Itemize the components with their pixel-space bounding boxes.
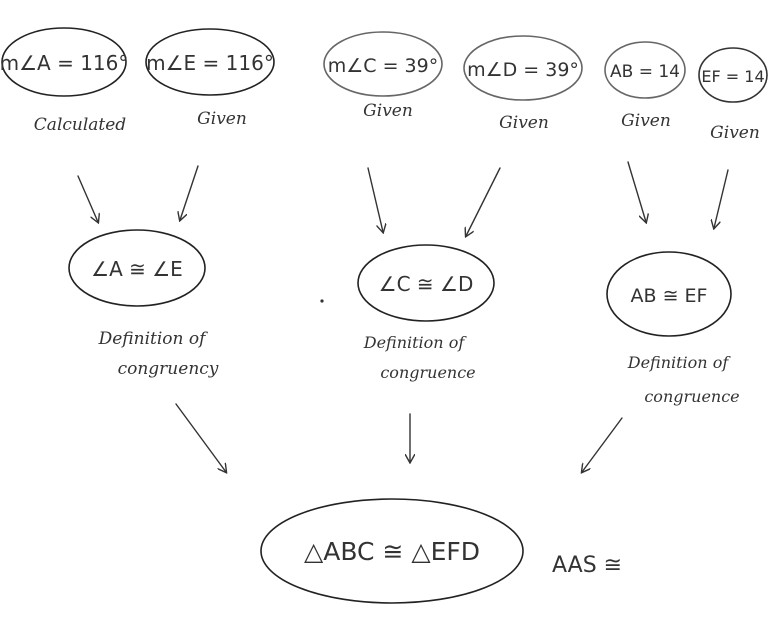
top-node-3-oval <box>323 31 443 97</box>
conclusion-node: △ABC ≅ △EFD AAS ≅ <box>260 498 622 604</box>
middle-node-1-oval <box>68 229 206 307</box>
middle-node-1: ∠A ≅ ∠E Definition of congruency <box>68 229 219 379</box>
arrow-top2-to-mid1 <box>180 165 199 220</box>
top-node-4-oval <box>463 35 583 101</box>
conclusion-statement: △ABC ≅ △EFD <box>304 537 480 566</box>
conclusion-reason: AAS ≅ <box>552 553 622 578</box>
top-node-1-oval <box>1 27 127 97</box>
top-node-5-reason: Given <box>621 111 671 131</box>
middle-node-2-reason-line2: congruence <box>380 363 475 382</box>
conclusion-oval <box>260 498 524 604</box>
top-node-3-reason: Given <box>363 101 413 121</box>
middle-node-3-reason-line2: congruence <box>644 387 739 406</box>
middle-node-3: AB ≅ EF Definition of congruence <box>606 251 740 406</box>
middle-node-2: ∠C ≅ ∠D Definition of congruence <box>357 244 495 382</box>
middle-node-3-oval <box>606 251 732 337</box>
arrow-mid1-to-conclusion <box>175 403 226 472</box>
top-node-6-oval <box>698 47 768 103</box>
top-node-6: EF = 14 Given <box>698 47 768 143</box>
middle-node-2-statement: ∠C ≅ ∠D <box>379 272 474 296</box>
top-node-3-statement: m∠C = 39° <box>328 55 438 77</box>
top-node-3: m∠C = 39° Given <box>323 31 443 121</box>
arrow-top3-to-mid2 <box>367 167 383 232</box>
stray-dot <box>320 299 324 303</box>
top-node-2-statement: m∠E = 116° <box>146 51 274 75</box>
arrow-top6-to-mid3 <box>714 169 729 228</box>
top-node-2: m∠E = 116° Given <box>145 28 275 129</box>
arrow-top4-to-mid2 <box>466 167 501 236</box>
top-node-5-statement: AB = 14 <box>610 62 680 82</box>
middle-node-1-statement: ∠A ≅ ∠E <box>91 257 183 281</box>
middle-node-3-reason-line1: Definition of <box>627 353 732 372</box>
top-node-4-reason: Given <box>499 113 549 133</box>
middle-node-2-reason-line1: Definition of <box>363 333 468 352</box>
middle-node-1-reason-line1: Definition of <box>98 329 209 349</box>
top-node-4: m∠D = 39° Given <box>463 35 583 133</box>
top-node-1-reason: Calculated <box>34 115 127 135</box>
top-node-5: AB = 14 Given <box>604 41 686 131</box>
top-node-2-reason: Given <box>197 109 247 129</box>
top-node-1: m∠A = 116° Calculated <box>0 27 128 135</box>
middle-node-1-reason-line2: congruency <box>118 359 219 379</box>
arrow-top5-to-mid3 <box>627 161 646 222</box>
top-node-1-statement: m∠A = 116° <box>0 51 128 75</box>
arrow-top1-to-mid1 <box>77 175 98 222</box>
middle-node-3-statement: AB ≅ EF <box>631 285 708 307</box>
top-node-5-oval <box>604 41 686 99</box>
arrow-mid3-to-conclusion <box>582 417 623 472</box>
top-node-6-statement: EF = 14 <box>701 67 764 86</box>
middle-node-2-oval <box>357 244 495 322</box>
top-node-4-statement: m∠D = 39° <box>467 59 579 81</box>
top-node-2-oval <box>145 28 275 96</box>
top-node-6-reason: Given <box>710 123 760 143</box>
